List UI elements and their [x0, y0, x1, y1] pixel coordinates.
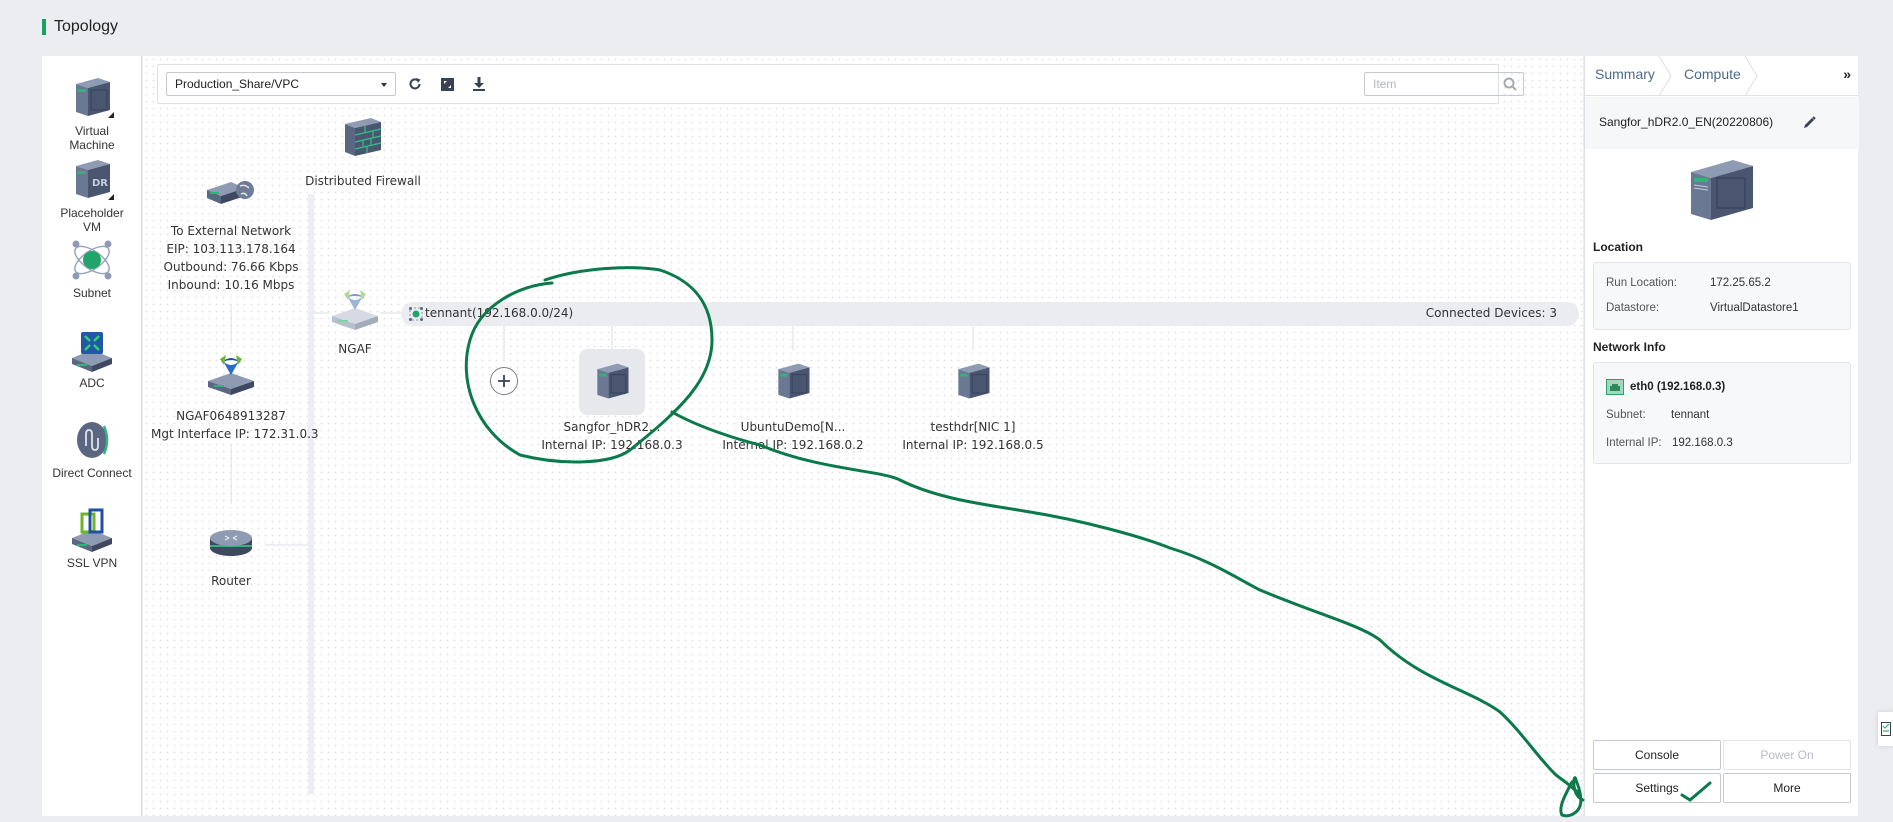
location-title: Location [1593, 240, 1643, 254]
router-icon [210, 530, 252, 556]
device-palette: Virtual Machine DR Placeholder VM Subnet [42, 56, 142, 816]
refresh-icon [409, 78, 421, 90]
internal-ip-row: Internal IP: 192.168.0.3 [1606, 437, 1733, 449]
link-subnet-vm2 [792, 326, 794, 350]
canvas-toolbar: Production_Share/VPC [157, 64, 1524, 104]
datastore-value: VirtualDatastore1 [1710, 302, 1799, 314]
ngaf-gateway-node[interactable]: NGAF [323, 286, 387, 358]
datastore-row: Datastore: VirtualDatastore1 [1606, 302, 1799, 314]
direct-connect-icon [77, 422, 109, 458]
network-info-title: Network Info [1593, 340, 1666, 354]
add-device-button[interactable] [490, 367, 518, 395]
run-location-value: 172.25.65.2 [1710, 277, 1771, 289]
vm-icon [76, 78, 114, 118]
more-button[interactable]: More [1723, 773, 1851, 803]
breadcrumb-summary[interactable]: Summary [1595, 66, 1655, 82]
link-subnet-vm3 [972, 326, 974, 350]
link-ngaf-subnet [380, 312, 401, 314]
refresh-button[interactable] [406, 75, 424, 93]
palette-item-adc[interactable]: ADC [42, 326, 142, 390]
subnet-name[interactable]: tennant(192.168.0.0/24) [425, 306, 574, 320]
plus-icon [498, 375, 510, 387]
topology-canvas[interactable]: Production_Share/VPC [143, 56, 1583, 816]
breadcrumb: Summary Compute » [1585, 56, 1859, 96]
palette-item-virtual-machine[interactable]: Virtual Machine [42, 74, 142, 152]
link-ext-ngaf [231, 304, 232, 344]
vm-node-ubuntudemo[interactable]: UbuntuDemo[N... Internal IP: 192.168.0.2 [713, 356, 873, 454]
palette-item-subnet[interactable]: Subnet [42, 236, 142, 300]
collapse-panel-button[interactable]: » [1843, 66, 1851, 82]
checklist-icon [1881, 722, 1891, 736]
svg-text:DR: DR [92, 178, 108, 189]
router-node[interactable]: Router [181, 526, 281, 590]
chevron-down-icon [381, 83, 387, 87]
ethernet-port-icon [1606, 379, 1624, 395]
vm-large-icon [1691, 160, 1753, 220]
link-subnet-add [503, 326, 505, 362]
vpc-select[interactable]: Production_Share/VPC [166, 72, 396, 96]
console-button[interactable]: Console [1593, 740, 1721, 770]
ngaf-device-node[interactable]: NGAF0648913287 Mgt Interface IP: 172.31.… [151, 351, 319, 443]
ssl-vpn-icon [72, 508, 112, 552]
search-input[interactable] [1365, 73, 1495, 95]
ngaf-icon [332, 290, 378, 330]
floating-side-tab[interactable] [1878, 712, 1893, 746]
fit-screen-button[interactable] [438, 75, 456, 93]
subnet-value: tennant [1671, 409, 1710, 421]
interface-row: eth0 (192.168.0.3) [1606, 379, 1725, 395]
palette-item-direct-connect[interactable]: Direct Connect [42, 416, 142, 480]
vm-details-panel: Summary Compute » Sangfor_hDR2.0_EN(2022… [1584, 56, 1859, 816]
breadcrumb-compute[interactable]: Compute [1684, 66, 1741, 82]
ngaf-device-icon [208, 355, 254, 395]
link-router-backbone [265, 544, 308, 546]
interface-name: eth0 (192.168.0.3) [1630, 381, 1726, 393]
subnet-bar[interactable]: tennant(192.168.0.0/24) Connected Device… [401, 302, 1579, 326]
settings-button[interactable]: Settings [1593, 773, 1721, 803]
vm-name: Sangfor_hDR2.0_EN(20220806) [1599, 115, 1774, 129]
vm-icon [597, 363, 629, 399]
firewall-icon [345, 118, 382, 156]
link-ngaf-router [231, 444, 232, 504]
link-backbone-ngaf [314, 312, 330, 314]
dr-vm-icon: DR [76, 160, 114, 200]
vm-icon [958, 363, 990, 399]
network-info-box: eth0 (192.168.0.3) Subnet: tennant Inter… [1593, 362, 1851, 464]
vm-node-sangfor-hdr[interactable]: Sangfor_hDR2... Internal IP: 192.168.0.3 [532, 356, 692, 454]
link-subnet-vm1 [611, 326, 613, 350]
vm-icon [778, 363, 810, 399]
breadcrumb-separator-icon [1744, 56, 1758, 96]
run-location-row: Run Location: 172.25.65.2 [1606, 277, 1771, 289]
search-icon[interactable] [1503, 77, 1517, 91]
subnet-row: Subnet: tennant [1606, 409, 1710, 421]
title-accent-bar [42, 19, 46, 35]
page-title-text: Topology [54, 18, 119, 35]
subnet-icon [409, 307, 423, 321]
fit-screen-icon [440, 77, 454, 91]
search-field [1364, 72, 1524, 96]
distributed-firewall-node[interactable]: Distributed Firewall [303, 116, 423, 190]
breadcrumb-separator-icon [1658, 56, 1672, 96]
download-button[interactable] [470, 75, 488, 93]
vm-node-testhdr[interactable]: testhdr[NIC 1] Internal IP: 192.168.0.5 [893, 356, 1053, 454]
internal-ip-value: 192.168.0.3 [1672, 437, 1733, 449]
palette-item-placeholder-vm[interactable]: DR Placeholder VM [42, 156, 142, 234]
palette-item-ssl-vpn[interactable]: SSL VPN [42, 506, 142, 570]
subnet-icon [72, 240, 112, 280]
edit-icon[interactable] [1803, 116, 1816, 129]
page-title: Topology [42, 17, 118, 37]
external-network-icon [207, 181, 254, 204]
vm-name-row: Sangfor_hDR2.0_EN(20220806) [1585, 97, 1859, 149]
adc-icon [72, 332, 112, 372]
connected-devices-count: Connected Devices: 3 [1425, 306, 1557, 320]
external-network-node[interactable]: To External Network EIP: 103.113.178.164… [161, 176, 301, 294]
download-icon [473, 77, 485, 91]
backbone-line [308, 194, 314, 794]
power-on-button[interactable]: Power On [1723, 740, 1851, 770]
location-box: Run Location: 172.25.65.2 Datastore: Vir… [1593, 262, 1851, 330]
